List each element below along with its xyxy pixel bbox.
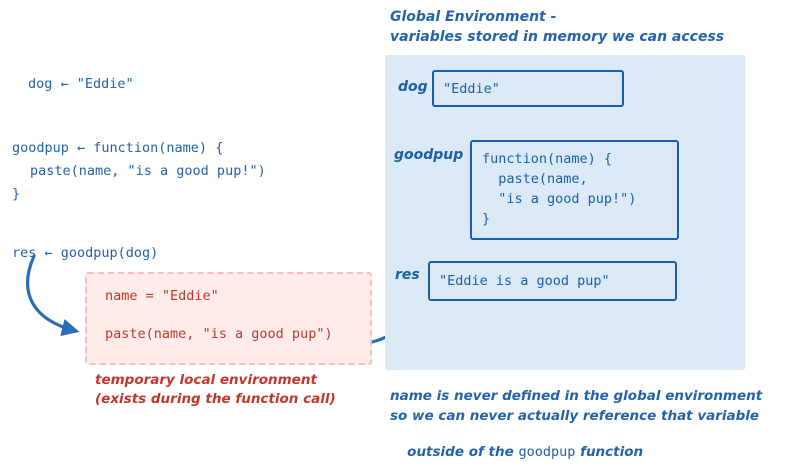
global-env-note-line2: so we can never actually reference that … — [390, 408, 760, 424]
goodpup-fn-line1: function(name) { — [482, 151, 613, 167]
global-env-value-box-res: "Eddie is a good pup" — [428, 261, 677, 301]
local-env-caption-line2: (exists during the function call) — [95, 391, 336, 407]
global-env-value-res: "Eddie is a good pup" — [439, 273, 610, 289]
global-env-note-line1: name is never defined in the global envi… — [390, 388, 763, 404]
global-env-title-line2: variables stored in memory we can access — [390, 29, 725, 45]
code-dog-assignment: dog ← "Eddie" — [28, 76, 134, 92]
goodpup-fn-line4: } — [482, 211, 491, 227]
goodpup-fn-line2: paste(name, — [482, 171, 588, 187]
code-goodpup-line3: } — [12, 186, 21, 202]
global-env-label-goodpup: goodpup — [394, 147, 464, 163]
global-env-value-goodpup: function(name) { paste(name, "is a good … — [472, 142, 636, 229]
code-goodpup-line2: paste(name, "is a good pup!") — [30, 163, 266, 179]
global-env-value-box-goodpup: function(name) { paste(name, "is a good … — [470, 140, 679, 240]
arrow-res-to-local-env — [26, 254, 80, 337]
local-environment-box: name = "Eddie" paste(name, "is a good pu… — [85, 272, 372, 365]
note-line3-prefix: outside of the — [407, 444, 519, 460]
global-env-label-res: res — [395, 267, 420, 283]
global-env-label-dog: dog — [398, 79, 428, 95]
local-env-paste-call: paste(name, "is a good pup") — [105, 326, 333, 342]
global-environment-panel: dog "Eddie" goodpup function(name) { pas… — [385, 55, 745, 370]
note-line3-suffix: function — [575, 444, 644, 460]
code-goodpup-line1: goodpup ← function(name) { — [12, 140, 224, 156]
global-env-title-line1: Global Environment - — [390, 9, 557, 25]
goodpup-fn-line3: "is a good pup!") — [482, 191, 637, 207]
global-env-note-line3: outside of the goodpup function — [390, 428, 643, 466]
local-env-name-binding: name = "Eddie" — [105, 288, 219, 304]
note-line3-goodpup-code: goodpup — [518, 444, 576, 460]
code-res-assignment: res ← goodpup(dog) — [12, 245, 159, 261]
global-env-value-dog: "Eddie" — [443, 80, 500, 97]
global-env-value-box-dog: "Eddie" — [432, 70, 624, 107]
local-env-caption-line1: temporary local environment — [95, 372, 317, 388]
